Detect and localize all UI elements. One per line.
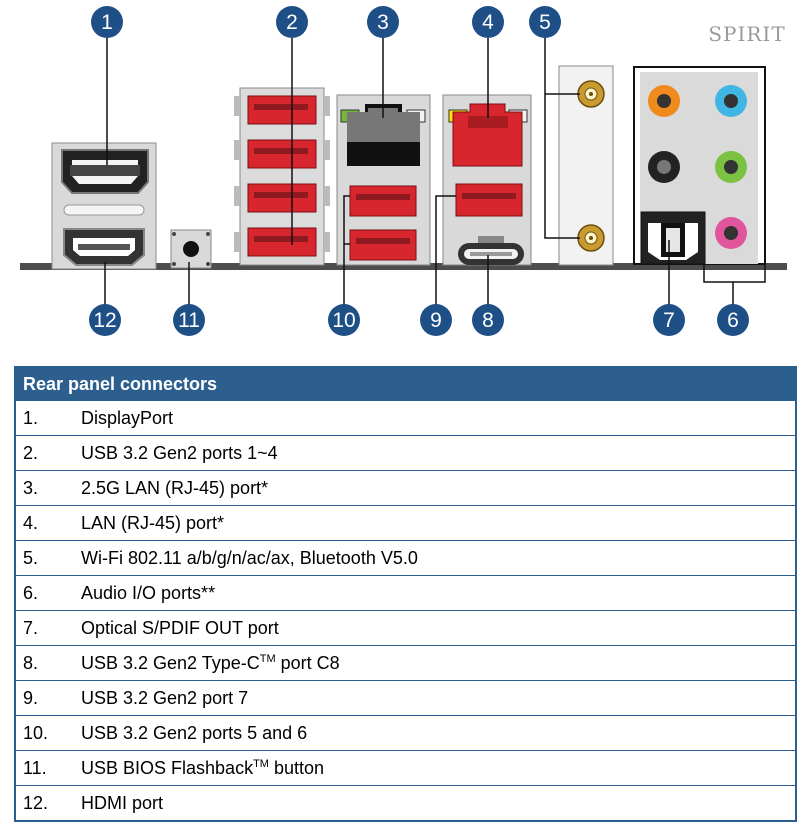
row-label: DisplayPort (81, 400, 796, 436)
row-label: USB BIOS FlashbackTM button (81, 750, 796, 786)
bios-flashback-button-graphic (170, 229, 212, 269)
audio-io-panel (633, 66, 766, 265)
row-label: USB 3.2 Gen2 ports 1~4 (81, 435, 796, 471)
row-label: 2.5G LAN (RJ-45) port* (81, 470, 796, 506)
table-row: 6. Audio I/O ports** (15, 575, 796, 611)
table-header-row: Rear panel connectors (15, 367, 796, 401)
row-number: 8. (15, 645, 81, 681)
row-number: 1. (15, 400, 81, 436)
row-number: 12. (15, 785, 81, 821)
row-label: USB 3.2 Gen2 ports 5 and 6 (81, 715, 796, 751)
svg-text:3: 3 (377, 11, 389, 34)
usb-stack-ports-1-4 (234, 87, 330, 266)
table-row: 4. LAN (RJ-45) port* (15, 505, 796, 541)
row-label: Wi-Fi 802.11 a/b/g/n/ac/ax, Bluetooth V5… (81, 540, 796, 576)
table-row: 2. USB 3.2 Gen2 ports 1~4 (15, 435, 796, 471)
row-number: 5. (15, 540, 81, 576)
pcb-baseline (20, 263, 787, 270)
svg-text:2: 2 (286, 11, 298, 34)
row-number: 3. (15, 470, 81, 506)
row-label: HDMI port (81, 785, 796, 821)
callout-3: 3 (367, 6, 399, 38)
rear-panel-diagram: SPIRIT (20, 6, 787, 336)
table-row: 9. USB 3.2 Gen2 port 7 (15, 680, 796, 716)
svg-text:6: 6 (727, 309, 739, 332)
table-row: 5. Wi-Fi 802.11 a/b/g/n/ac/ax, Bluetooth… (15, 540, 796, 576)
spirit-logo: SPIRIT (708, 22, 785, 46)
row-number: 7. (15, 610, 81, 646)
row-number: 10. (15, 715, 81, 751)
optical-spdif-port (640, 211, 706, 265)
table-row: 8. USB 3.2 Gen2 Type-CTM port C8 (15, 645, 796, 681)
callout-4: 4 (472, 6, 504, 38)
callout-10: 10 (328, 304, 360, 336)
table-row: 3. 2.5G LAN (RJ-45) port* (15, 470, 796, 506)
wifi-antenna-connectors (558, 65, 614, 266)
callout-8: 8 (472, 304, 504, 336)
svg-text:4: 4 (482, 11, 494, 34)
hdmi-connector (63, 228, 145, 266)
svg-text:9: 9 (430, 309, 442, 332)
svg-text:10: 10 (332, 309, 355, 332)
row-label: USB 3.2 Gen2 Type-CTM port C8 (81, 645, 796, 681)
row-label: LAN (RJ-45) port* (81, 505, 796, 541)
table-row: 11. USB BIOS FlashbackTM button (15, 750, 796, 786)
table-row: 1. DisplayPort (15, 400, 796, 436)
svg-text:5: 5 (539, 11, 551, 34)
callout-9: 9 (420, 304, 452, 336)
callout-1: 1 (91, 6, 123, 38)
leader-lines (104, 38, 766, 305)
svg-text:7: 7 (663, 309, 675, 332)
row-number: 9. (15, 680, 81, 716)
lan-25g-usb-5-6-stack (336, 94, 431, 266)
svg-text:12: 12 (93, 309, 116, 332)
callout-7: 7 (653, 304, 685, 336)
callout-6: 6 (717, 304, 749, 336)
table-row: 12. HDMI port (15, 785, 796, 821)
row-number: 6. (15, 575, 81, 611)
callout-5: 5 (529, 6, 561, 38)
svg-text:11: 11 (178, 309, 200, 332)
table-row: 10. USB 3.2 Gen2 ports 5 and 6 (15, 715, 796, 751)
svg-text:1: 1 (101, 11, 113, 34)
row-label: Audio I/O ports** (81, 575, 796, 611)
row-number: 4. (15, 505, 81, 541)
rear-panel-connectors-table: Rear panel connectors 1. DisplayPort 2. … (14, 366, 797, 822)
row-label: USB 3.2 Gen2 port 7 (81, 680, 796, 716)
callout-11: 11 (173, 304, 205, 336)
row-number: 11. (15, 750, 81, 786)
svg-text:8: 8 (482, 309, 494, 332)
row-label: Optical S/PDIF OUT port (81, 610, 796, 646)
callout-2: 2 (276, 6, 308, 38)
table-title: Rear panel connectors (15, 367, 796, 401)
row-number: 2. (15, 435, 81, 471)
lan-usb7-typec-stack (442, 94, 532, 266)
table-row: 7. Optical S/PDIF OUT port (15, 610, 796, 646)
callout-12: 12 (89, 304, 121, 336)
